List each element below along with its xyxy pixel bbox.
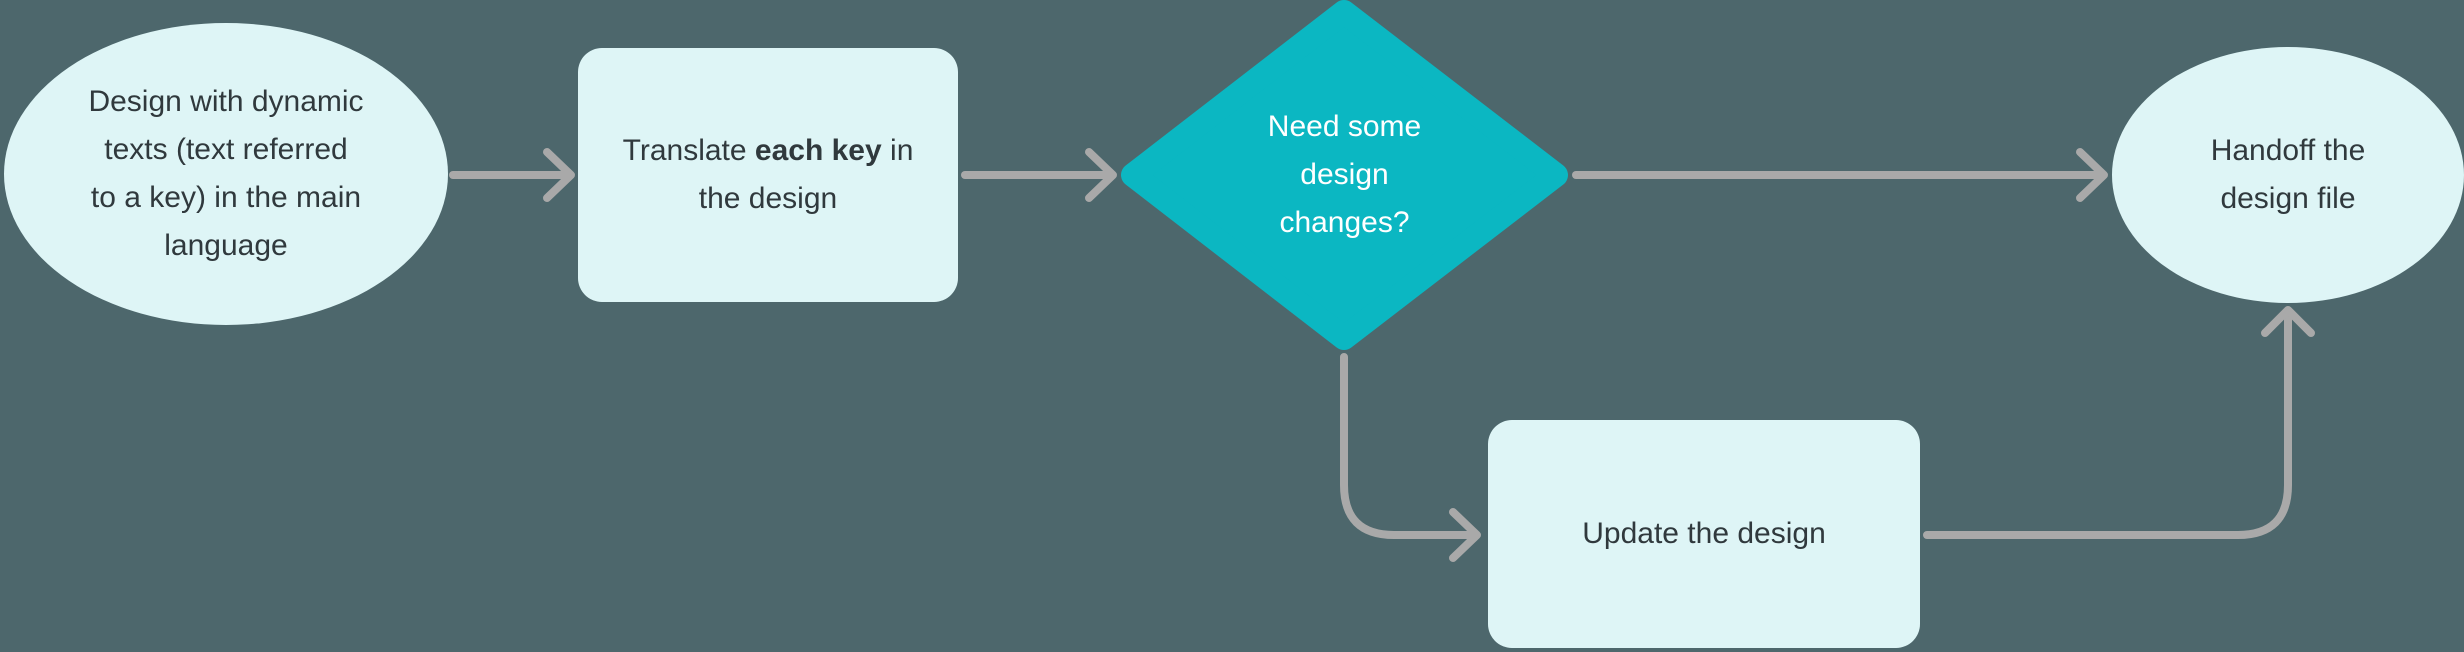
connector-decision-to-update xyxy=(1340,353,1476,539)
arrowhead-up-icon xyxy=(2261,306,2315,337)
node-decision-diamond[interactable] xyxy=(1121,0,1568,350)
connector-update-to-handoff xyxy=(1923,312,2292,539)
translate-label-prefix: Translate xyxy=(622,134,755,167)
node-start-label: Design with dynamic texts (text referred… xyxy=(88,85,364,262)
node-handoff-label: Handoff the design file xyxy=(2210,134,2366,215)
translate-label-line2: the design xyxy=(698,182,838,215)
arrowhead-right-icon xyxy=(1085,148,1117,202)
node-update-label: Update the design xyxy=(1582,517,1826,550)
translate-label-suffix: in xyxy=(881,134,914,167)
arrowhead-right-icon xyxy=(543,148,575,202)
node-translate-label: Translate each key in the design xyxy=(623,127,914,223)
node-start-ellipse[interactable]: Design with dynamic texts (text referred… xyxy=(4,23,448,325)
node-handoff-ellipse[interactable]: Handoff the design file xyxy=(2112,47,2464,303)
node-update-box[interactable]: Update the design xyxy=(1488,420,1920,648)
node-translate-box[interactable]: Translate each key in the design xyxy=(578,48,958,302)
arrowhead-right-icon xyxy=(2076,148,2108,202)
translate-label-emphasis: each key xyxy=(754,134,882,167)
arrowhead-right-icon xyxy=(1449,508,1481,562)
node-decision-label: Need some design changes? xyxy=(1267,110,1422,239)
